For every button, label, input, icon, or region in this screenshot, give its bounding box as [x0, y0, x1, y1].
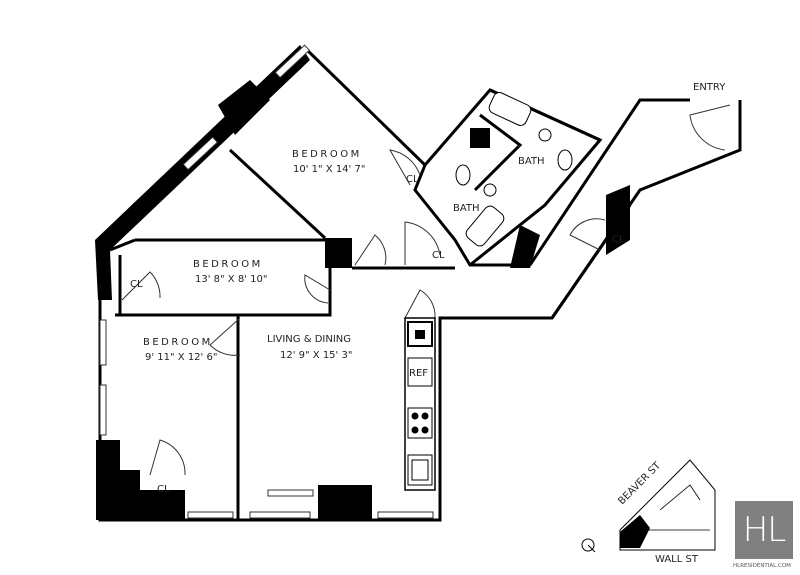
bedroom-low-size: 9' 11" X 12' 6"	[145, 352, 217, 363]
bedroom-top-name: BEDROOM	[292, 149, 362, 160]
door	[149, 439, 186, 476]
street-wall: WALL ST	[655, 554, 699, 565]
window	[249, 511, 311, 519]
bathtub	[488, 92, 532, 126]
window	[99, 384, 107, 436]
closet-label: CL	[406, 174, 419, 185]
bath-label: BATH	[518, 156, 545, 167]
door	[209, 317, 241, 356]
door	[121, 271, 161, 301]
bedroom-mid-size: 13' 8" X 8' 10"	[195, 274, 267, 285]
door	[404, 289, 436, 319]
closet-label: CL	[432, 250, 445, 261]
window	[274, 44, 311, 79]
bath-label: BATH	[453, 203, 480, 214]
door	[569, 218, 606, 251]
logo-mark: HL	[742, 510, 787, 550]
stove	[407, 407, 433, 439]
doors	[121, 104, 731, 476]
door	[354, 234, 387, 266]
entry-label: ENTRY	[693, 82, 726, 93]
window	[187, 511, 234, 519]
closet-label: CL	[157, 484, 170, 495]
windows	[99, 44, 434, 519]
toilet	[557, 149, 573, 171]
bedroom-mid-name: BEDROOM	[193, 259, 263, 270]
window	[267, 489, 314, 497]
bedroom-top-size: 10' 1" X 14' 7"	[293, 164, 365, 175]
sink	[483, 183, 497, 197]
bathtub	[465, 205, 505, 247]
toilet	[455, 164, 471, 186]
refrigerator	[407, 357, 433, 387]
living-name: LIVING & DINING	[267, 334, 351, 345]
bedroom-low-name: BEDROOM	[143, 337, 213, 348]
door	[304, 274, 331, 304]
door	[404, 221, 441, 265]
walls	[98, 46, 742, 522]
logo-website: HLRESIDENTIAL.COM	[733, 563, 791, 569]
kitchen	[404, 317, 436, 491]
window	[182, 136, 219, 171]
logo: HL	[735, 501, 793, 559]
key-plan: BEAVER ST WALL ST	[581, 459, 716, 565]
street-beaver: BEAVER ST	[616, 460, 663, 507]
ref-label: REF	[409, 368, 428, 379]
closet-label: CL	[612, 234, 625, 245]
closet-label: CL	[130, 279, 143, 290]
window	[377, 511, 434, 519]
north-arrow-icon	[581, 538, 595, 552]
entry-door	[689, 104, 731, 151]
window	[99, 319, 107, 366]
bath-fixtures	[455, 92, 573, 247]
door	[389, 149, 421, 186]
sink	[538, 128, 552, 142]
living-size: 12' 9" X 15' 3"	[280, 350, 352, 361]
